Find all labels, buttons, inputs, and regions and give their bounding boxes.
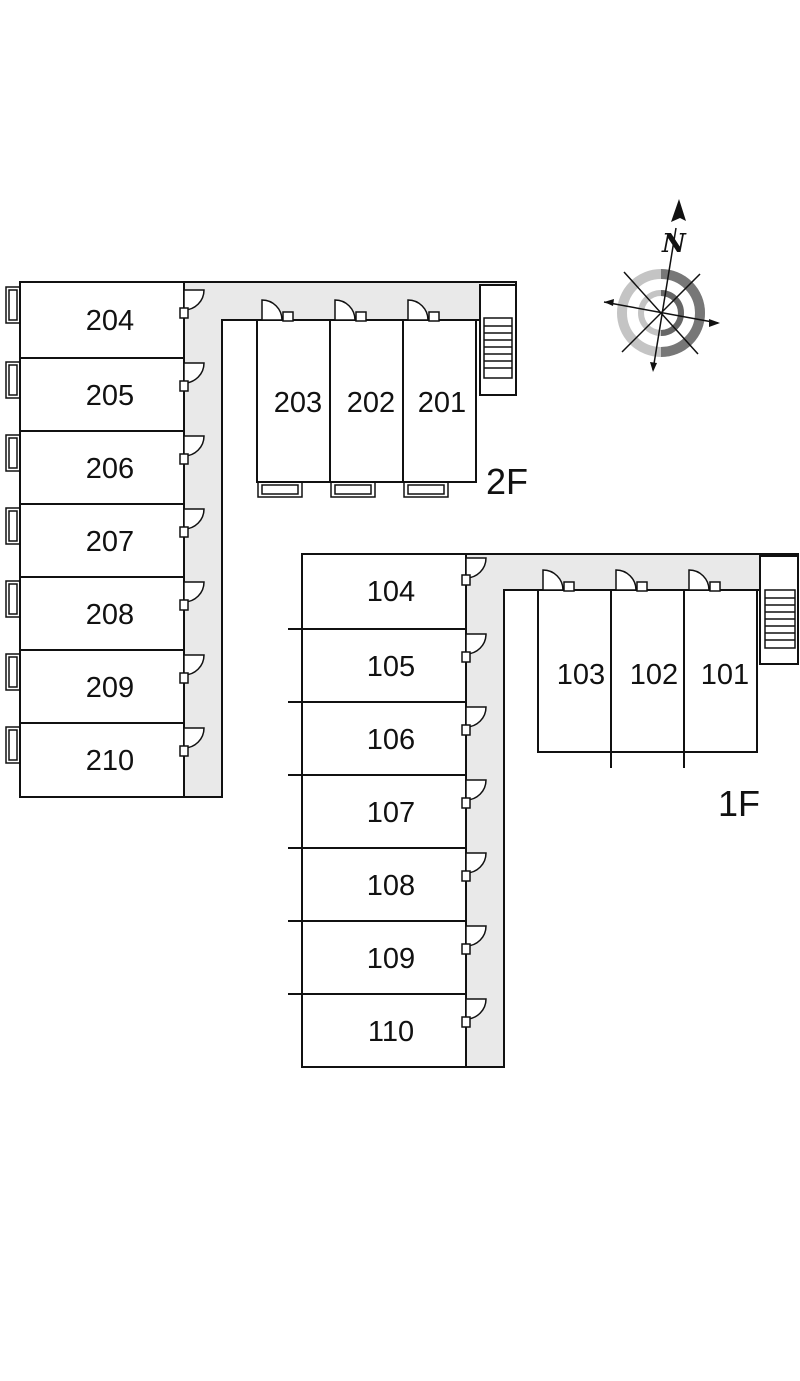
unit-label-105: 105: [367, 651, 415, 683]
unit-label-202: 202: [347, 387, 395, 419]
unit-label-107: 107: [367, 797, 415, 829]
unit-201: [402, 319, 477, 483]
unit-105: [301, 628, 467, 703]
unit-label-207: 207: [86, 526, 134, 558]
doors-north-1f: [542, 569, 721, 592]
unit-108: [301, 847, 467, 922]
partition-stubs-1f-west: [288, 560, 303, 1066]
floor-1f: 104 105 106 107 108 109 110 103 102 101 …: [288, 553, 799, 1068]
unit-label-203: 203: [274, 387, 322, 419]
unit-107: [301, 774, 467, 849]
unit-label-208: 208: [86, 599, 134, 631]
units-north-2f: [256, 319, 477, 483]
unit-label-103: 103: [557, 659, 605, 691]
unit-104: [301, 553, 467, 630]
stairs-2f: [479, 284, 517, 396]
unit-label-104: 104: [367, 576, 415, 608]
unit-label-209: 209: [86, 672, 134, 704]
compass-rose-icon: N: [603, 199, 720, 372]
floor-label-2f: 2F: [486, 461, 528, 502]
balconies-west-2f: [5, 286, 21, 764]
unit-label-210: 210: [86, 745, 134, 777]
unit-label-205: 205: [86, 380, 134, 412]
unit-labels-1f: 104 105 106 107 108 109 110 103 102 101: [367, 576, 749, 1048]
unit-label-201: 201: [418, 387, 466, 419]
doors-west-1f: [461, 557, 487, 1028]
units-west-2f: [19, 281, 185, 798]
unit-label-102: 102: [630, 659, 678, 691]
partition-stubs-1f-north: [610, 752, 685, 768]
unit-label-108: 108: [367, 870, 415, 902]
unit-209: [19, 649, 185, 724]
floor-label-1f: 1F: [718, 783, 760, 824]
unit-label-109: 109: [367, 943, 415, 975]
doors-west-2f: [179, 289, 205, 757]
north-label: N: [661, 229, 687, 259]
units-west-1f: [301, 553, 467, 1068]
unit-label-110: 110: [368, 1016, 414, 1048]
unit-110: [301, 993, 467, 1068]
unit-label-204: 204: [86, 305, 134, 337]
unit-label-206: 206: [86, 453, 134, 485]
balconies-north-2f: [257, 481, 449, 498]
unit-101: [683, 589, 758, 753]
unit-label-101: 101: [701, 659, 749, 691]
stairs-1f: [759, 555, 799, 665]
unit-labels-2f: 204 205 206 207 208 209 210 203 202 201: [86, 305, 466, 777]
unit-210: [19, 722, 185, 798]
unit-label-106: 106: [367, 724, 415, 756]
floor-2f: 204 205 206 207 208 209 210 203 202 201 …: [5, 281, 528, 798]
unit-106: [301, 701, 467, 776]
doors-north-2f: [261, 299, 440, 322]
